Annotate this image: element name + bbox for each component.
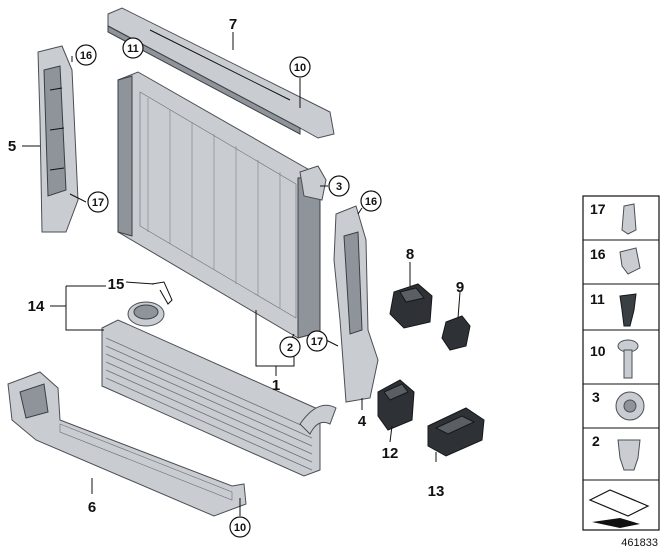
legend-item-17: 17 [590,201,637,235]
circled-17-left: 17 [87,191,109,213]
svg-text:10: 10 [294,62,306,74]
svg-text:17: 17 [590,201,606,217]
screw-shank-icon [623,349,633,379]
part-charge-air-cooler [101,301,337,477]
circled-3: 3 [328,175,350,197]
circled-17-right: 17 [306,330,328,352]
svg-text:2: 2 [287,342,293,354]
callout-13: 13 [428,483,445,500]
legend-item-10: 10 [590,339,639,379]
part-bracket-13 [427,407,485,457]
svg-text:11: 11 [590,291,605,307]
part-connector-8 [389,283,433,329]
part-left-air-duct [37,45,79,233]
legend-item-2: 2 [592,433,641,471]
callout-7: 7 [229,16,237,33]
callout-4: 4 [358,413,367,430]
circled-11: 11 [122,37,144,59]
legend-item-16: 16 [590,246,641,275]
part-right-air-duct [333,205,379,403]
callout-labels: 7 5 1 4 8 9 12 13 14 15 6 [8,16,464,516]
callout-9: 9 [456,279,464,296]
svg-text:16: 16 [80,50,92,62]
part-sensor-9 [441,315,471,351]
circled-16-right: 16 [360,190,382,212]
part-radiator [117,71,327,339]
callout-15: 15 [108,276,125,293]
expanding-rivet-icon [619,293,637,327]
legend-item-11: 11 [590,291,637,327]
svg-text:10: 10 [590,343,606,359]
svg-text:17: 17 [311,336,323,348]
callout-14: 14 [28,298,45,315]
svg-text:17: 17 [92,197,104,209]
circled-2: 2 [279,336,301,358]
direction-arrow-icon [588,489,650,528]
circled-10-top: 10 [289,56,311,78]
circled-labels: 11 10 16 17 3 16 2 17 [75,37,382,538]
circled-10-bottom: 10 [229,516,251,538]
svg-text:16: 16 [365,196,377,208]
svg-text:3: 3 [592,389,600,405]
part-upper-cover [107,7,335,139]
drain-plug-icon [617,439,641,471]
legend-item-3: 3 [592,389,645,421]
callout-5: 5 [8,138,16,155]
part-lower-air-guide [7,371,247,517]
svg-text:10: 10 [234,522,246,534]
callout-6: 6 [88,499,96,516]
circled-16-left: 16 [75,44,97,66]
svg-text:16: 16 [590,246,606,262]
reference-number: 461833 [621,537,658,549]
part-cap-12 [377,379,415,431]
small-parts-legend: 17 16 11 10 3 2 [582,195,660,531]
part-clip-15 [151,281,173,305]
callout-1: 1 [272,377,280,394]
callout-8: 8 [406,246,414,263]
svg-text:2: 2 [592,433,600,449]
spring-clip-icon [619,247,641,275]
clip-nut-icon [621,203,637,235]
svg-text:3: 3 [336,181,342,193]
callout-12: 12 [382,445,399,462]
svg-text:11: 11 [127,43,139,55]
